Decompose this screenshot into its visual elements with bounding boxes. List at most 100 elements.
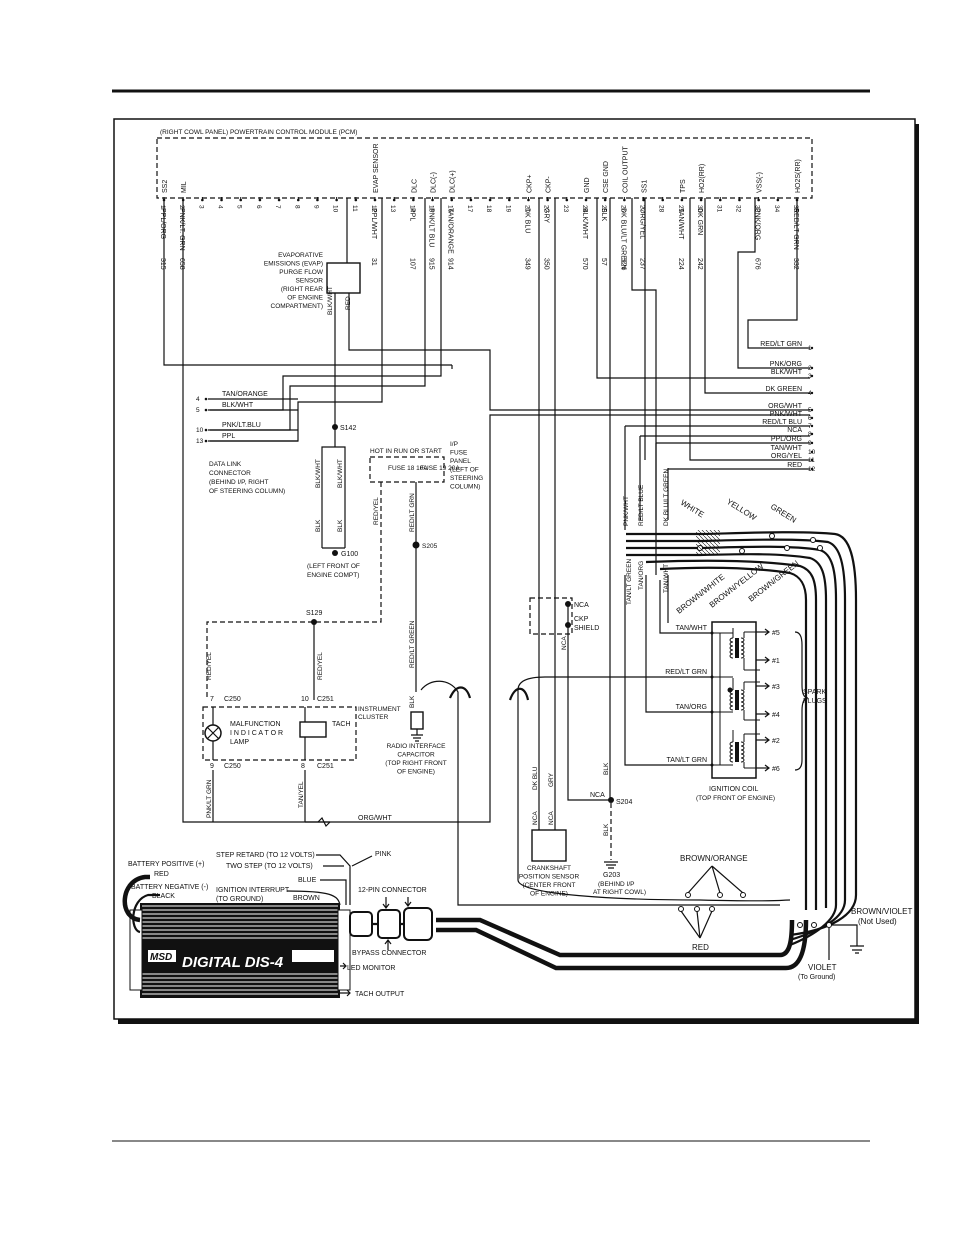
pcm-pin-label: DLC(-) <box>431 172 438 193</box>
pcm-pin-label: VSS(-) <box>757 172 764 193</box>
pcm-pin-number: 19 <box>504 205 511 213</box>
connector-row-pin: 4 <box>808 390 812 397</box>
pin-7: 7 <box>210 696 214 703</box>
dlc-label-line: DATA LINK <box>209 461 242 468</box>
ckp-label-line: (CENTER FRONT <box>522 882 575 889</box>
dlc-pin: 13 <box>196 438 204 445</box>
connector-row-label: ORG/YEL <box>771 453 802 460</box>
coil-label-2: (TOP FRONT OF ENGINE) <box>696 795 775 802</box>
red-yel-c: RED/YEL <box>317 652 324 680</box>
lead-brown: BROWN <box>293 895 320 902</box>
pcm-wire-color: PNK/LT BLU <box>428 208 435 247</box>
pcm-pin-number: 29 <box>677 205 684 213</box>
pcm-wire-color: PPL/ORG <box>159 208 166 239</box>
fuse-hot-label: HOT IN RUN OR START <box>370 448 442 455</box>
pcm-pin-number: 31 <box>715 205 722 213</box>
pin-8: 8 <box>301 763 305 770</box>
pcm-pin-label: EVAP SENSOR <box>373 143 380 193</box>
ckp-shield-splice <box>565 622 571 628</box>
bat-neg-color: BLACK <box>152 893 175 900</box>
connector-row-label: NCA <box>787 427 802 434</box>
pcm-pin-number: 18 <box>485 205 492 213</box>
connector-row-label: TAN/WHT <box>771 445 803 452</box>
pcm-pin-number: 13 <box>389 205 396 213</box>
pcm-pin-number: 35 <box>792 205 799 213</box>
pcm-pin-label: CSE GND <box>603 161 610 193</box>
tach-output-label: TACH OUTPUT <box>355 991 405 998</box>
pcm-circuit-number: 237 <box>639 258 646 270</box>
c250-bottom: C250 <box>224 763 241 770</box>
gry: GRY <box>548 772 555 787</box>
s204-splice <box>608 797 614 803</box>
ckp-shield-1: CKP <box>574 616 589 623</box>
evap-label-line: COMPARTMENT) <box>271 303 323 310</box>
pcm-circuit-number: 676 <box>754 258 761 270</box>
coil-input-label: RED/LT GRN <box>665 669 707 676</box>
c251-top: C251 <box>317 696 334 703</box>
pcm-pin-label: HO2(RR) <box>699 164 706 193</box>
nca-label: NCA <box>574 602 589 609</box>
connector-row-pin: 1 <box>808 345 812 352</box>
pcm-wire-color: PPL/WHT <box>370 208 377 240</box>
plugs-label-2: PLUGS <box>803 698 827 705</box>
not-used-label: (Not Used) <box>858 917 897 926</box>
connector-row-pin: 2 <box>808 365 812 372</box>
connector-row-label: RED/LT GRN <box>760 341 802 348</box>
spark-plug-number: #3 <box>772 684 780 691</box>
pcm-pin-number: 25 <box>600 205 607 213</box>
ckp-label-line: POSITION SENSOR <box>519 874 580 881</box>
pcm-wire-color: DK GRN <box>696 208 703 235</box>
spark-plug-number: #4 <box>772 712 780 719</box>
connector-row-pin: 6 <box>808 415 812 422</box>
c250-top: C250 <box>224 696 241 703</box>
plugs-label-1: SPARK <box>803 689 827 696</box>
red-lt-grn-a: RED/LT GRN <box>409 493 416 532</box>
pcm-pin-number: 2 <box>178 205 185 209</box>
pcm-circuit-number: 224 <box>677 258 684 270</box>
pcm-wire-color: TAN/ORANGE <box>447 208 454 254</box>
to-ground-label: (To Ground) <box>798 974 835 981</box>
ckp-sensor <box>531 829 567 862</box>
pcm-wire-color: DK BLU/LT GREEN <box>619 208 626 270</box>
pin-10: 10 <box>301 696 309 703</box>
bat-pos-color: RED <box>154 871 169 878</box>
nca-a: NCA <box>532 811 539 825</box>
evap-label-line: EVAPORATIVE <box>278 252 324 259</box>
pcm-wires <box>163 198 810 823</box>
lead-step-retard: STEP RETARD (TO 12 VOLTS) <box>216 852 315 859</box>
capacitor-label-line: OF ENGINE) <box>397 769 435 776</box>
dlc-label-line: CONNECTOR <box>209 470 251 477</box>
connector-row-pin: 3 <box>808 373 812 380</box>
msd-brand: MSD <box>150 952 172 963</box>
fuse-a: FUSE 18 10A <box>388 465 428 472</box>
spark-plug-outputs: #5#1#3#4#2#6 <box>756 628 780 773</box>
fuse-panel <box>369 456 445 483</box>
g203-note-2: AT RIGHT COWL) <box>593 889 646 896</box>
blk-e: BLK <box>603 823 610 836</box>
nca-b: NCA <box>548 811 555 825</box>
pcm-pin-label: TPS <box>680 179 687 193</box>
connector-row-label: DK GREEN <box>765 386 802 393</box>
capacitor-label-line: (TOP RIGHT FRONT <box>385 760 446 767</box>
pin-9: 9 <box>210 763 214 770</box>
dk-blu: DK BLU <box>532 766 539 790</box>
pcm-pin-label: COIL OUTPUT <box>622 145 629 193</box>
nca-c: NCA <box>561 636 568 650</box>
c251-bottom: C251 <box>317 763 334 770</box>
pcm-circuit-number: 315 <box>159 258 166 270</box>
bypass-label: BYPASS CONNECTOR <box>352 950 426 957</box>
dlc-pin: 4 <box>196 396 200 403</box>
g100-label: G100 <box>341 551 358 558</box>
red-yel-a: RED/YEL <box>373 497 380 525</box>
connector-row-label: BLK/WHT <box>771 369 803 376</box>
pcm-pin-number: 5 <box>236 205 243 209</box>
ignition-coil <box>711 621 757 779</box>
connector-row-pin: 5 <box>808 407 812 414</box>
coil-harness-wire: TAN/ORG <box>638 561 645 590</box>
pcm-circuit-number: 31 <box>370 258 377 266</box>
pcm-pin-number: 6 <box>255 205 262 209</box>
